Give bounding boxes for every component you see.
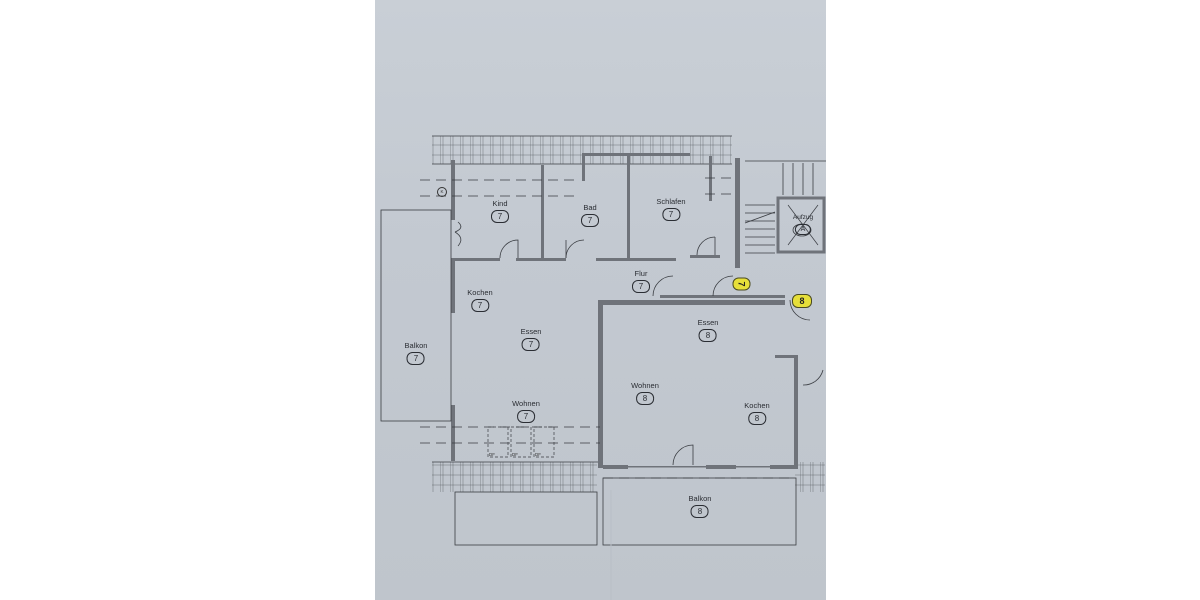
room-number: 8: [748, 411, 766, 425]
apartment-8-walls: [598, 300, 798, 469]
balconies: [380, 209, 797, 546]
room-balkon-8: Balkon 8: [688, 494, 712, 518]
room-number: 8: [636, 391, 654, 405]
room-number: 7: [471, 298, 489, 312]
room-number: 7: [517, 409, 535, 423]
unit-8-door-marker: 8: [792, 294, 812, 308]
room-wohnen-7: Wohnen 7: [512, 400, 540, 423]
chimney-symbol: K: [437, 187, 447, 197]
room-name: Schlafen: [656, 197, 686, 206]
room-kind-7: Kind 7: [491, 200, 509, 223]
floor-plan-drawing: [380, 135, 826, 600]
roof-eave-bottom: [432, 461, 825, 492]
room-balkon-7: Balkon 7: [404, 341, 428, 365]
room-kochen-8: Kochen 8: [744, 401, 770, 425]
room-number: 7: [521, 337, 540, 351]
skylight-label: DF: [489, 452, 495, 457]
room-number: 8: [691, 504, 709, 518]
room-name: Essen: [520, 327, 542, 336]
room-name: Balkon: [688, 494, 712, 503]
skylight-label: DF: [512, 452, 518, 457]
room-number: 7: [491, 209, 509, 223]
elevator-label: Aufzug A: [792, 214, 814, 235]
room-name: Flur: [634, 269, 648, 278]
room-name: Kind: [492, 199, 508, 208]
room-essen-7: Essen 7: [520, 327, 542, 351]
unit-7-door-marker: 7: [732, 277, 751, 291]
room-number: 7: [662, 207, 680, 221]
room-wohnen-8: Wohnen 8: [631, 382, 659, 405]
door-swings: [454, 221, 824, 466]
stairwell: [744, 160, 826, 254]
room-name: Wohnen: [631, 381, 659, 390]
room-essen-8: Essen 8: [697, 318, 719, 342]
room-number: 8: [698, 328, 717, 342]
elevator-name: Aufzug: [792, 214, 814, 221]
elevator-shaft: [776, 196, 826, 254]
room-name: Balkon: [404, 341, 428, 350]
room-bad-7: Bad 7: [581, 204, 599, 227]
room-number: 7: [632, 279, 650, 293]
room-number: 7: [407, 351, 425, 365]
skylight-label: DF: [535, 452, 541, 457]
room-name: Kochen: [744, 401, 770, 410]
elevator-symbol: A: [795, 223, 811, 235]
room-name: Wohnen: [512, 399, 540, 408]
room-flur-7: Flur 7: [632, 270, 650, 293]
skylights: [487, 426, 555, 458]
room-number: 7: [581, 213, 599, 227]
room-schlafen-7: Schlafen 7: [656, 197, 686, 221]
apartment-7-walls: [451, 153, 785, 461]
room-kochen-7: Kochen 7: [467, 288, 493, 312]
room-name: Bad: [583, 203, 597, 212]
room-name: Kochen: [467, 288, 493, 297]
floor-plan-sheet: K Kind 7 Bad 7 Schlafen 7 Flur 7 Kochen …: [375, 0, 826, 600]
room-name: Essen: [697, 318, 719, 327]
